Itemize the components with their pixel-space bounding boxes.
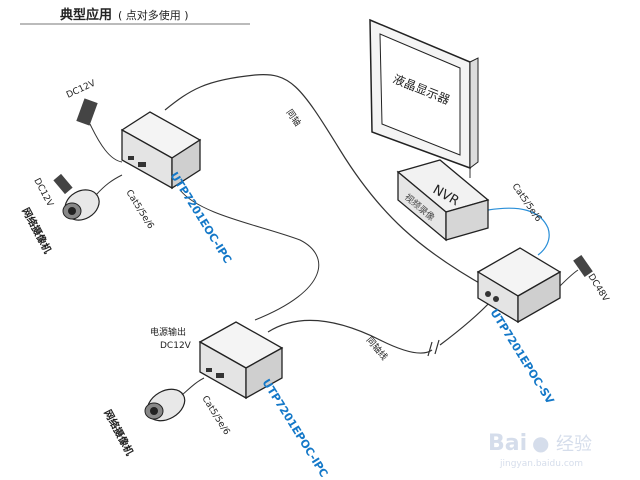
cable-break-mark-2 [434, 339, 440, 355]
ipc-bottom-power-output: 电源输出 [150, 326, 186, 338]
watermark-paw-icon: ● [532, 431, 549, 455]
camera-top [62, 174, 123, 221]
coax-cable-top [164, 74, 489, 289]
watermark-url: jingyan.baidu.com [499, 459, 583, 469]
coax-cable-bottom-2 [439, 299, 493, 346]
ipc-bottom-model: UTP7201EPOC-IPC [259, 377, 330, 480]
cat-label-top: Cat5/5e/6 [123, 188, 155, 231]
sv-bnc-port-2 [493, 296, 499, 302]
device-ipc-bottom [198, 321, 284, 400]
power-adapter-camera-top [53, 173, 73, 195]
diagram-title: 典型应用 [60, 7, 112, 23]
camera-bottom [144, 377, 205, 422]
ipc-top-port [128, 156, 134, 160]
ipc-top-port-2 [138, 162, 146, 167]
nvr-box: NVR 视频录像 [396, 159, 490, 242]
camera-top-label: 网络摄像机 [19, 205, 54, 255]
power-adapter-top [76, 98, 123, 163]
ipc-bottom-port [206, 368, 212, 372]
sv-power-label: DC48V [585, 272, 610, 304]
cat-label-nvr: Cat5/5e/6 [510, 182, 544, 224]
ipc-top-power-label: DC12V [65, 78, 98, 100]
watermark-brand2: 经验 [556, 434, 592, 455]
watermark-brand: Bai [488, 431, 527, 456]
cat-cable-top [179, 189, 320, 321]
device-sv [476, 247, 562, 324]
cable-break-mark-1 [427, 341, 433, 357]
coax-label-top: 同轴 [284, 107, 304, 129]
watermark: Bai ● 经验 jingyan.baidu.com [488, 431, 592, 469]
ipc-bottom-power: DC12V [160, 341, 192, 351]
device-ipc-top [120, 111, 202, 190]
camera-bottom-label: 网络摄像机 [101, 407, 136, 457]
power-adapter-sv [559, 254, 593, 287]
monitor: 液晶显示器 [369, 18, 479, 170]
ipc-top-model: UTP7201EOC-IPC [167, 170, 234, 266]
sv-model: UTP7201EPOC-SV [487, 307, 556, 407]
cat-cable-nvr [487, 207, 550, 256]
coax-cable-bottom [267, 319, 433, 354]
cat-label-bottom: Cat5/5e/6 [199, 394, 231, 437]
camera-top-power-label: DC12V [31, 177, 55, 210]
diagram-subtitle: ( 点对多使用 ) [118, 8, 189, 22]
sv-bnc-port [485, 291, 491, 297]
ipc-bottom-port-2 [216, 373, 224, 378]
